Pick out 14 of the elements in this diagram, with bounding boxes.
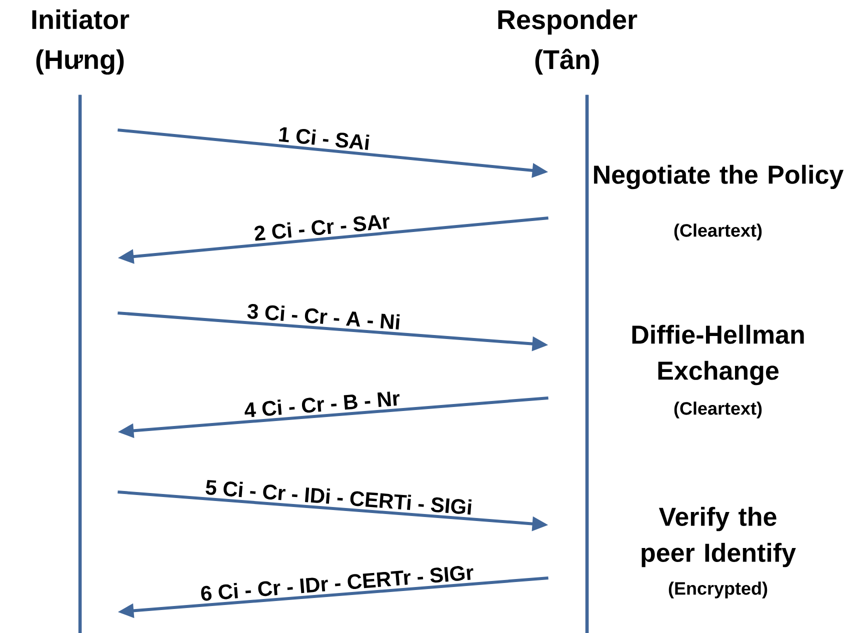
phase-note: (Encrypted) <box>668 582 768 598</box>
phase-note: Diffie-Hellman Exchange <box>632 324 804 386</box>
phase-note: Negotiate the Policy <box>594 164 844 190</box>
phase-note: Verify the peer Identify <box>642 506 796 568</box>
edge-label: 1 Ci - SAi <box>278 127 370 150</box>
edge-label: 2 Ci - Cr - SAr <box>254 215 390 241</box>
edge-label: 5 Ci - Cr - IDi - CERTi - SIGi <box>206 480 472 515</box>
phase-note: (Cleartext) <box>674 224 762 240</box>
phase-note: (Cleartext) <box>674 402 762 418</box>
edge-label: 4 Ci - Cr - B - Nr <box>244 392 400 418</box>
participant-label: Initiator (Hưng) <box>32 9 130 75</box>
edge-label: 3 Ci - Cr - A - Ni <box>247 304 400 330</box>
participant-label: Responder (Tân) <box>498 9 638 75</box>
edge-label: 6 Ci - Cr - IDr - CERTr - SIGr <box>201 566 474 601</box>
